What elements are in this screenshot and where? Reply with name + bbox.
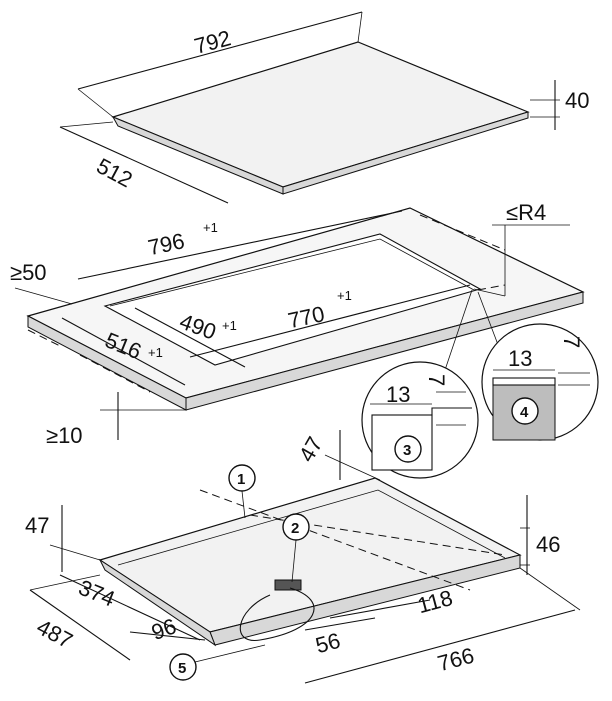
cooktop-top-view: 792 512 40 — [59, 11, 589, 204]
cooktop-body-side — [98, 558, 217, 647]
dim-46: 46 — [536, 532, 560, 557]
terminal-block — [274, 579, 302, 591]
dim-766: 766 — [435, 643, 477, 677]
power-cable — [239, 587, 315, 641]
detail-4: 13 7 4 — [481, 323, 599, 441]
dim-min-50: ≥50 — [10, 260, 47, 285]
cooktop-front-edge — [282, 111, 529, 195]
dim-770-tolerance: +1 — [337, 288, 352, 303]
callout-5: 5 — [178, 660, 186, 677]
detail-4-width: 13 — [508, 346, 532, 371]
dim-490-tolerance: +1 — [222, 318, 237, 333]
dim-792: 792 — [192, 25, 234, 59]
callout-2: 2 — [291, 520, 299, 537]
cutout-opening — [103, 233, 482, 366]
dim-radius-r4: ≤R4 — [506, 200, 546, 225]
dim-40: 40 — [565, 88, 589, 113]
dim-796-tolerance: +1 — [203, 220, 218, 235]
dim-374: 374 — [75, 575, 118, 612]
cooktop-plate — [111, 41, 530, 188]
dim-516-tolerance: +1 — [148, 345, 163, 360]
dim-796: 796 — [146, 228, 187, 260]
dim-47-left: 47 — [25, 513, 49, 538]
detail-3-width: 13 — [386, 382, 410, 407]
detail-3-number: 3 — [403, 442, 411, 459]
dim-47-top: 47 — [294, 432, 328, 466]
callout-1: 1 — [237, 471, 245, 488]
detail-3-height: 7 — [424, 374, 449, 386]
detail-4-height: 7 — [559, 336, 584, 348]
dim-56: 56 — [313, 628, 343, 658]
detail-3: 13 7 3 — [361, 361, 479, 479]
cooktop-installed-view: 1 2 5 47 47 46 374 487 96 56 — [25, 430, 581, 684]
countertop-cutout-view: 796 +1 770 +1 490 +1 516 +1 ≥50 ≥10 ≤R4 — [10, 200, 585, 448]
dim-487: 487 — [33, 614, 77, 653]
detail-4-number: 4 — [520, 404, 529, 421]
dim-min-10: ≥10 — [46, 423, 83, 448]
